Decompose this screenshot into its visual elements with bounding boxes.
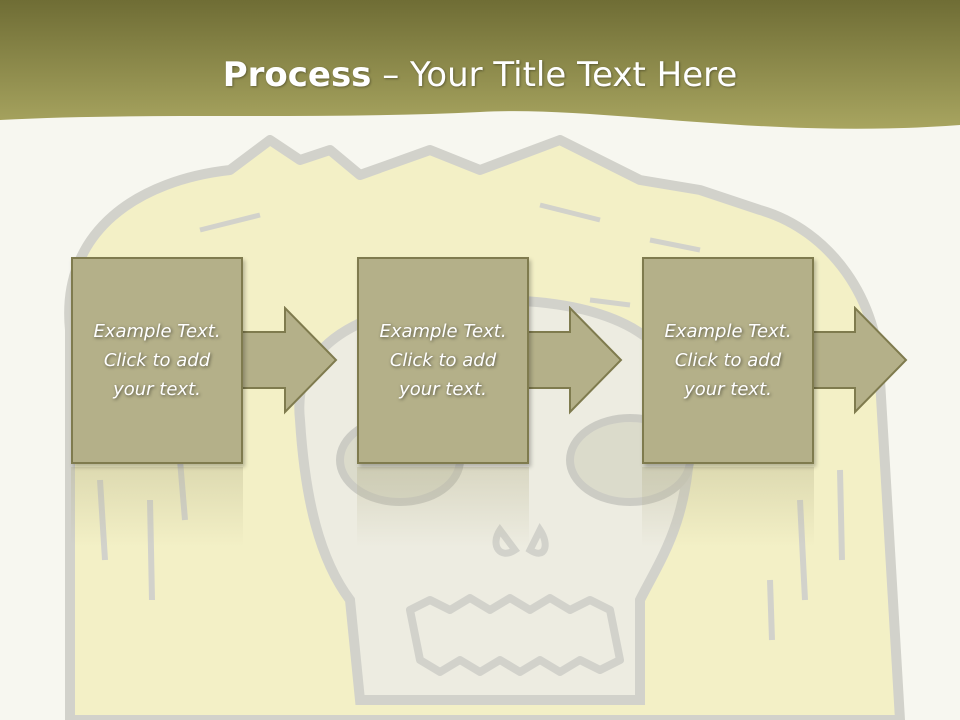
right-arrow-icon [525, 306, 623, 415]
step-3-line-1: Example Text. [664, 321, 792, 342]
step-1-box[interactable]: Example Text. Click to add your text. [71, 257, 243, 464]
step-2-text[interactable]: Example Text. Click to add your text. [368, 317, 518, 404]
step-3-box[interactable]: Example Text. Click to add your text. [642, 257, 814, 464]
step-2-line-3: your text. [399, 379, 487, 400]
right-arrow-icon [810, 306, 908, 415]
step-2-box[interactable]: Example Text. Click to add your text. [357, 257, 529, 464]
slide-title: Process – Your Title Text Here [0, 52, 960, 98]
step-1-text[interactable]: Example Text. Click to add your text. [82, 317, 232, 404]
step-2-line-1: Example Text. [379, 321, 507, 342]
right-arrow-icon [240, 306, 338, 415]
header-band [0, 0, 960, 129]
step-3-line-3: your text. [684, 379, 772, 400]
step-2-line-2: Click to add [389, 350, 497, 371]
step-1-reflection [71, 467, 243, 547]
title-bold: Process [222, 55, 372, 95]
title-rest: – Your Title Text Here [371, 55, 738, 95]
step-3-text[interactable]: Example Text. Click to add your text. [653, 317, 803, 404]
step-3-line-2: Click to add [674, 350, 782, 371]
step-3-reflection [642, 467, 814, 547]
step-2-reflection [357, 467, 529, 547]
step-1-line-2: Click to add [103, 350, 211, 371]
step-1-line-1: Example Text. [93, 321, 221, 342]
step-1-line-3: your text. [113, 379, 201, 400]
